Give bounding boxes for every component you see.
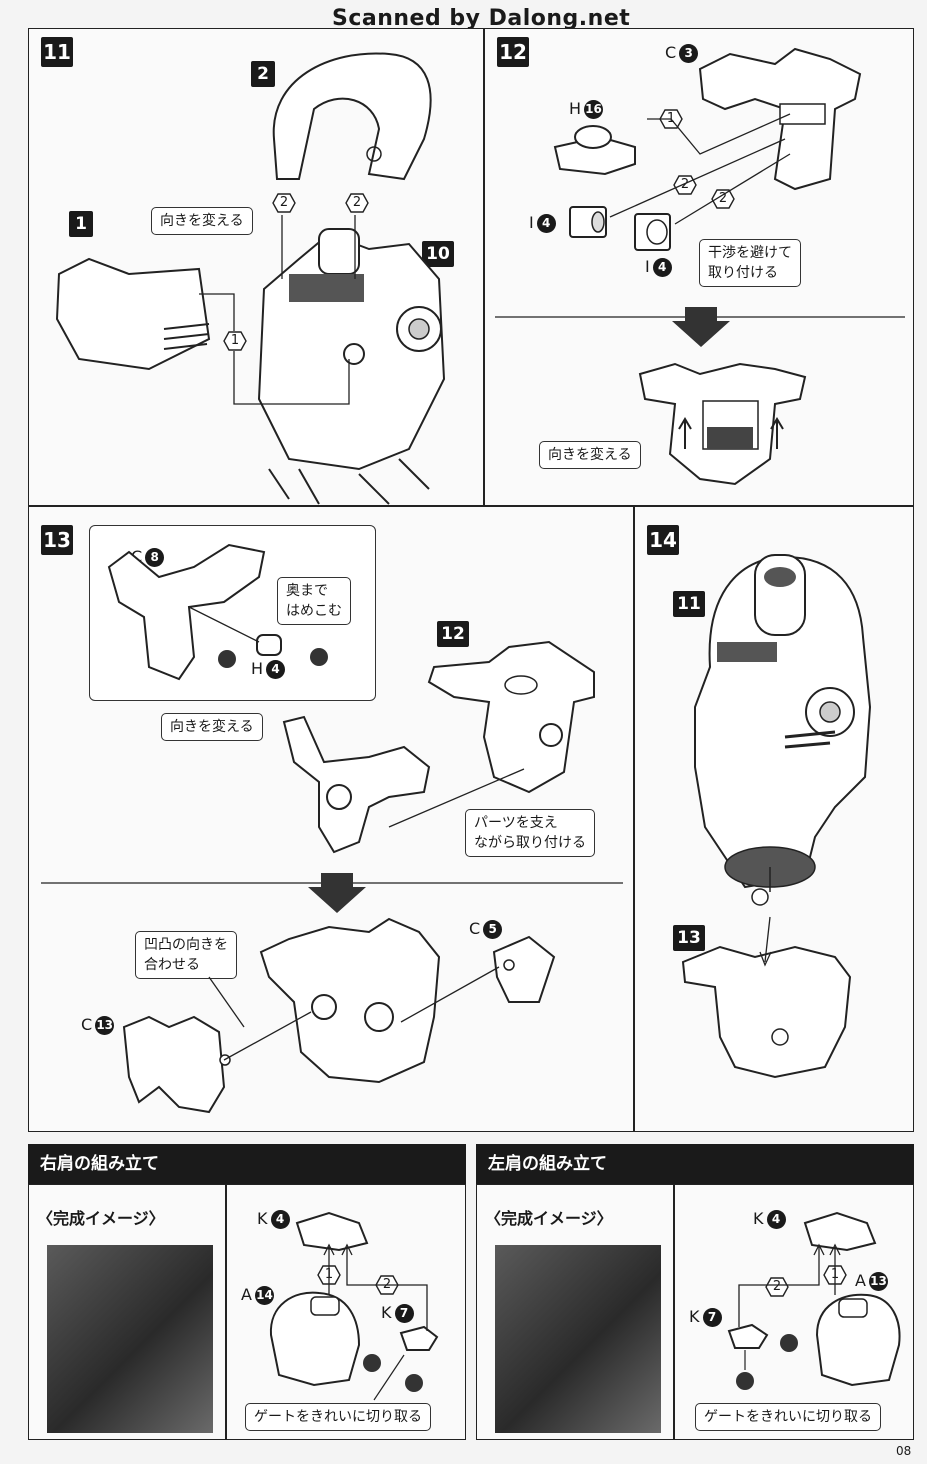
part-ref-1: 1: [69, 211, 93, 237]
callout-align-notches: 凹凸の向きを 合わせる: [135, 931, 237, 979]
completed-image-heading: 〈完成イメージ〉: [37, 1209, 165, 1228]
hex-order-label: 2: [765, 1277, 789, 1297]
callout-avoid-interference: 干渉を避けて 取り付ける: [699, 239, 801, 287]
hex-order-label: 2: [711, 189, 735, 209]
left-shoulder-title-bar: 左肩の組み立て: [476, 1144, 914, 1184]
step-12-illustration: [495, 47, 905, 486]
callout-support-parts: パーツを支え ながら取り付ける: [465, 809, 595, 857]
step-11-panel: 11 2 1 10 向きを変える 2 2 1: [28, 28, 484, 506]
hex-order-label: 1: [223, 331, 247, 351]
step-13-illustration: [41, 543, 623, 1114]
step-number-14: 14: [647, 525, 679, 555]
part-ref-10: 10: [422, 241, 454, 267]
callout-cut-gate: ゲートをきれいに切り取る: [245, 1403, 431, 1431]
watermark-text: Scanned by Dalong.net: [332, 6, 631, 31]
callout-cut-gate: ゲートをきれいに切り取る: [695, 1403, 881, 1431]
step-number-13: 13: [41, 525, 73, 555]
part-ref-11: 11: [673, 591, 705, 617]
left-shoulder-panel: 〈完成イメージ〉 K4 A13 K7 1 2 ゲートをきれいに切り取る: [476, 1184, 914, 1440]
panel-divider: [225, 1185, 227, 1439]
right-shoulder-title-bar: 右肩の組み立て: [28, 1144, 466, 1184]
callout-turn-direction: 向きを変える: [161, 713, 263, 741]
right-shoulder-illustration: [269, 1211, 439, 1401]
step-11-illustration: [55, 52, 446, 505]
callout-press-fully: 奥まで はめこむ: [277, 577, 351, 625]
hex-order-label: 2: [345, 193, 369, 213]
completed-image-photo: [495, 1245, 661, 1433]
page-number: 08: [896, 1444, 912, 1458]
callout-turn-direction: 向きを変える: [539, 441, 641, 469]
step-14-panel: 14 11 13: [634, 506, 914, 1132]
part-ref-12: 12: [437, 621, 469, 647]
step-number-12: 12: [497, 37, 529, 67]
left-shoulder-illustration: [727, 1211, 901, 1390]
part-ref-13: 13: [673, 925, 705, 951]
panel-divider: [673, 1185, 675, 1439]
hex-order-label: 2: [272, 193, 296, 213]
step-14-illustration: [681, 554, 872, 1079]
part-ref-2: 2: [251, 61, 275, 87]
completed-image-heading: 〈完成イメージ〉: [485, 1209, 613, 1228]
completed-image-photo: [47, 1245, 213, 1433]
callout-turn-direction: 向きを変える: [151, 207, 253, 235]
right-shoulder-panel: 〈完成イメージ〉 K4 A14 K7 1 2 ゲートをきれいに切り取る: [28, 1184, 466, 1440]
step-number-11: 11: [41, 37, 73, 67]
